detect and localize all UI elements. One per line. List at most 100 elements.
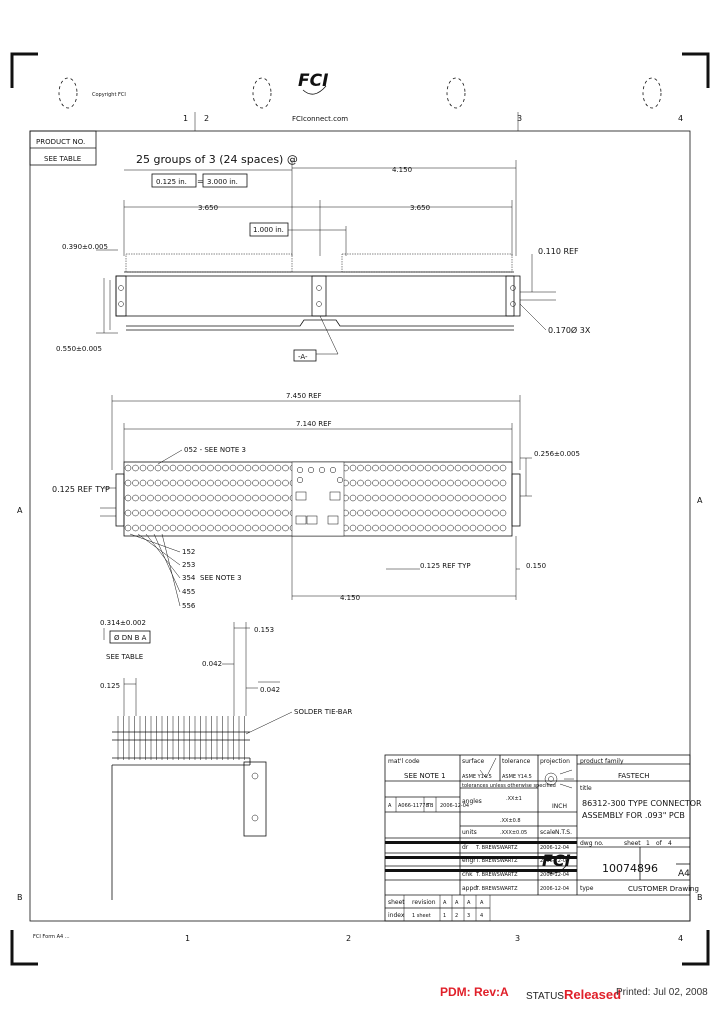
contact-hole	[402, 509, 409, 517]
contact-hole	[387, 464, 394, 472]
contact-hole	[454, 509, 462, 517]
contact-hole	[364, 509, 372, 517]
svg-text:FCI: FCI	[542, 851, 571, 870]
contact-hole	[417, 509, 424, 517]
contact-hole	[154, 494, 162, 502]
contact-hole	[177, 464, 184, 472]
contact-hole	[402, 494, 409, 502]
contact-hole	[484, 494, 492, 502]
svg-text:title: title	[580, 785, 592, 792]
contact-hole	[439, 464, 447, 472]
svg-text:A: A	[17, 506, 23, 515]
contact-hole	[132, 509, 139, 517]
contact-hole	[177, 524, 184, 532]
contact-hole	[132, 479, 139, 487]
svg-text:86312-300 TYPE CONNECTOR: 86312-300 TYPE CONNECTOR	[582, 799, 702, 808]
contact-hole	[394, 479, 402, 487]
side-view: 25 groups of 3 (24 spaces) @ 0.125 in. =…	[56, 153, 591, 362]
contact-hole	[274, 524, 282, 532]
svg-text:1: 1	[183, 114, 188, 123]
svg-text:4: 4	[678, 934, 683, 943]
contact-hole	[274, 494, 282, 502]
contact-hole	[462, 494, 469, 502]
contact-hole	[252, 494, 259, 502]
contact-hole	[454, 479, 462, 487]
contact-hole	[124, 524, 132, 532]
contact-hole	[379, 524, 387, 532]
svg-text:2: 2	[204, 114, 209, 123]
contact-hole	[439, 494, 447, 502]
svg-text:SOLDER TIE-BAR: SOLDER TIE-BAR	[294, 708, 352, 716]
contact-hole	[274, 464, 282, 472]
contact-hole	[424, 524, 432, 532]
groups-note: 25 groups of 3 (24 spaces) @	[136, 153, 298, 166]
svg-text:ASME Y14.5: ASME Y14.5	[462, 774, 492, 780]
contact-hole	[469, 509, 477, 517]
contact-hole	[214, 464, 222, 472]
contact-hole	[432, 494, 439, 502]
svg-text:2006-12-04: 2006-12-04	[540, 858, 569, 864]
contact-hole	[282, 524, 289, 532]
contact-hole	[379, 494, 387, 502]
contact-hole	[169, 524, 177, 532]
svg-text:INCH: INCH	[552, 803, 567, 810]
contact-hole	[477, 524, 484, 532]
contact-hole	[184, 464, 192, 472]
contact-hole	[124, 494, 132, 502]
svg-text:TB: TB	[426, 803, 434, 809]
contact-hole	[192, 479, 199, 487]
contact-hole	[139, 479, 147, 487]
contact-hole	[207, 479, 214, 487]
svg-text:A: A	[467, 900, 471, 906]
contact-hole	[222, 464, 229, 472]
svg-text:0.150: 0.150	[526, 562, 546, 570]
contact-hole	[409, 494, 417, 502]
contact-hole	[372, 524, 379, 532]
contact-hole	[409, 509, 417, 517]
svg-text:7.140 REF: 7.140 REF	[296, 420, 332, 428]
contact-hole	[124, 509, 132, 517]
contact-hole	[409, 464, 417, 472]
svg-text:052 - SEE NOTE 3: 052 - SEE NOTE 3	[184, 446, 246, 454]
contact-hole	[199, 479, 207, 487]
contact-hole	[169, 509, 177, 517]
svg-text:4: 4	[678, 114, 683, 123]
contact-hole	[492, 479, 499, 487]
svg-text:.XX±0.8: .XX±0.8	[500, 818, 521, 824]
contact-hole	[492, 524, 499, 532]
contact-hole	[147, 479, 154, 487]
contact-hole	[267, 524, 274, 532]
contact-hole	[162, 464, 169, 472]
pdm-revision: PDM: Rev:A	[440, 985, 509, 999]
contact-hole	[484, 524, 492, 532]
svg-text:0.125 in.: 0.125 in.	[156, 178, 187, 186]
contact-hole	[207, 464, 214, 472]
svg-text:1: 1	[646, 840, 650, 847]
contact-hole	[252, 464, 259, 472]
contact-hole	[379, 509, 387, 517]
contact-hole	[192, 494, 199, 502]
contact-hole	[237, 509, 244, 517]
contact-hole	[499, 494, 507, 502]
svg-text:A: A	[388, 803, 392, 809]
dim-height-top: 0.390±0.005	[62, 243, 108, 251]
svg-text:sheet: sheet	[624, 840, 641, 847]
contact-hole	[274, 479, 282, 487]
contact-hole	[462, 464, 469, 472]
svg-text:A066-11778: A066-11778	[398, 803, 429, 809]
contact-hole	[357, 479, 364, 487]
contact-hole	[124, 479, 132, 487]
contact-hole	[417, 524, 424, 532]
svg-text:1 sheet: 1 sheet	[412, 913, 431, 919]
svg-text:3.650: 3.650	[198, 204, 218, 212]
contact-hole	[252, 479, 259, 487]
svg-text:T. BREWSWARTZ: T. BREWSWARTZ	[475, 858, 518, 864]
contact-hole	[379, 464, 387, 472]
contact-hole	[447, 464, 454, 472]
contact-hole	[237, 464, 244, 472]
svg-text:appd: appd	[462, 885, 477, 892]
svg-text:3.000 in.: 3.000 in.	[207, 178, 238, 186]
svg-text:354: 354	[182, 574, 196, 582]
contact-hole	[267, 494, 274, 502]
